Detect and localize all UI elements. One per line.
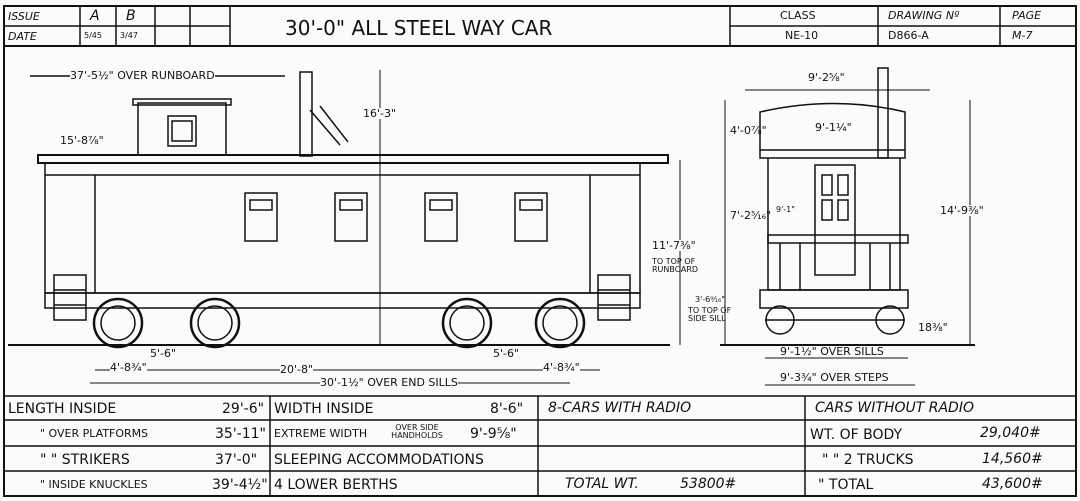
spec-over-platforms-value: 35'-11": [215, 426, 266, 442]
dim-end-cupola-height: 4'-0⅞": [730, 124, 767, 137]
page-label: PAGE: [1012, 9, 1042, 22]
dim-end-cupola-width: 9'-1¼": [815, 121, 852, 134]
dim-overall-height: 16'-3": [363, 107, 397, 120]
dim-end-sill-note: TO TOP OF SIDE SILL: [688, 306, 732, 323]
dim-wheelbase-right: 5'-6": [493, 347, 520, 360]
dim-over-end-sills: 30'-1½" OVER END SILLS: [320, 376, 458, 389]
with-radio-total-value: 53800#: [680, 476, 737, 492]
underframe: [44, 292, 641, 309]
trucks-weight-label: " " 2 TRUCKS: [822, 452, 914, 468]
drawing-no-value: D866-A: [888, 29, 929, 42]
with-radio-header: 8-CARS WITH RADIO: [548, 400, 692, 416]
drawing-no-label: DRAWING Nº: [888, 9, 960, 22]
smokestack: [299, 71, 313, 157]
spec-berths-label: 4 LOWER BERTHS: [274, 477, 398, 493]
issue-a: A: [90, 8, 100, 24]
dim-wheelbase-left: 5'-6": [150, 347, 177, 360]
spec-table-grid: [4, 395, 1076, 496]
spec-width-inside-label: WIDTH INSIDE: [274, 401, 374, 417]
total-weight-value: 43,600#: [982, 476, 1043, 492]
spec-sleeping-label: SLEEPING ACCOMMODATIONS: [274, 452, 484, 468]
end-door: [814, 164, 856, 276]
trucks-weight-value: 14,560#: [982, 451, 1043, 467]
date-a: 5/45: [84, 31, 102, 40]
drawing-title: 30'-0" ALL STEEL WAY CAR: [285, 16, 553, 40]
car-body: [44, 162, 641, 294]
spec-width-inside-value: 8'-6": [490, 401, 524, 417]
class-value: NE-10: [785, 29, 819, 42]
spec-over-platforms-label: " OVER PLATFORMS: [40, 427, 149, 440]
total-weight-label: " TOTAL: [818, 477, 874, 493]
dim-end-side-height: 7'-2⁵⁄₁₆": [730, 209, 772, 222]
without-radio-header: CARS WITHOUT RADIO: [815, 400, 974, 416]
spec-inside-knuckles-label: " INSIDE KNUCKLES: [40, 478, 148, 491]
dim-truck-offset-left: 4'-8¾": [110, 361, 147, 374]
dim-cupola-height: 15'-8⅞": [60, 134, 104, 147]
spec-length-inside-value: 29'-6": [222, 401, 265, 417]
dim-end-step-height: 18⅜": [918, 321, 948, 334]
spec-extreme-width-note: OVER SIDE HANDHOLDS: [391, 423, 443, 440]
dim-end-overall-width: 9'-2⅝": [808, 71, 845, 84]
spec-extreme-width-label: EXTREME WIDTH: [274, 427, 368, 440]
roof: [37, 154, 669, 164]
page-value: M-7: [1012, 29, 1033, 42]
spec-length-inside-label: LENGTH INSIDE: [8, 401, 117, 417]
dim-end-over-steps: 9'-3¾" OVER STEPS: [780, 371, 889, 384]
end-elevation: [720, 67, 975, 386]
sheet-frame: [3, 45, 1077, 497]
spec-extreme-width-value: 9'-9⅝": [470, 426, 517, 442]
class-label: CLASS: [780, 9, 816, 22]
cupola: [137, 102, 227, 156]
dim-end-overall-height: 14'-9⅜": [940, 204, 984, 217]
with-radio-total-label: TOTAL WT.: [565, 476, 639, 492]
dim-over-runboard: 37'-5½" OVER RUNBOARD: [70, 69, 215, 82]
dim-truck-centers: 20'-8": [280, 363, 314, 376]
spec-strikers-value: 37'-0": [215, 452, 258, 468]
dim-runboard-height: 11'-7⅜": [652, 239, 696, 252]
issue-b: B: [126, 8, 136, 24]
dim-truck-offset-right: 4'-8¾": [543, 361, 580, 374]
dim-end-sill-height: 3'-6⁹⁄₁₆": [695, 295, 725, 304]
date-label: DATE: [8, 30, 37, 43]
dim-end-over-sills: 9'-1½" OVER SILLS: [780, 345, 884, 358]
dim-runboard-note: TO TOP OF RUNBOARD: [652, 257, 699, 274]
date-b: 3/47: [120, 31, 138, 40]
issue-label: ISSUE: [8, 10, 40, 23]
body-weight-label: WT. OF BODY: [810, 427, 903, 443]
side-elevation: [8, 70, 681, 384]
spec-inside-knuckles-value: 39'-4½": [212, 477, 268, 493]
spec-strikers-label: " " STRIKERS: [40, 452, 130, 468]
dim-end-door-width: 9'-1": [776, 205, 795, 214]
body-weight-value: 29,040#: [980, 425, 1041, 441]
